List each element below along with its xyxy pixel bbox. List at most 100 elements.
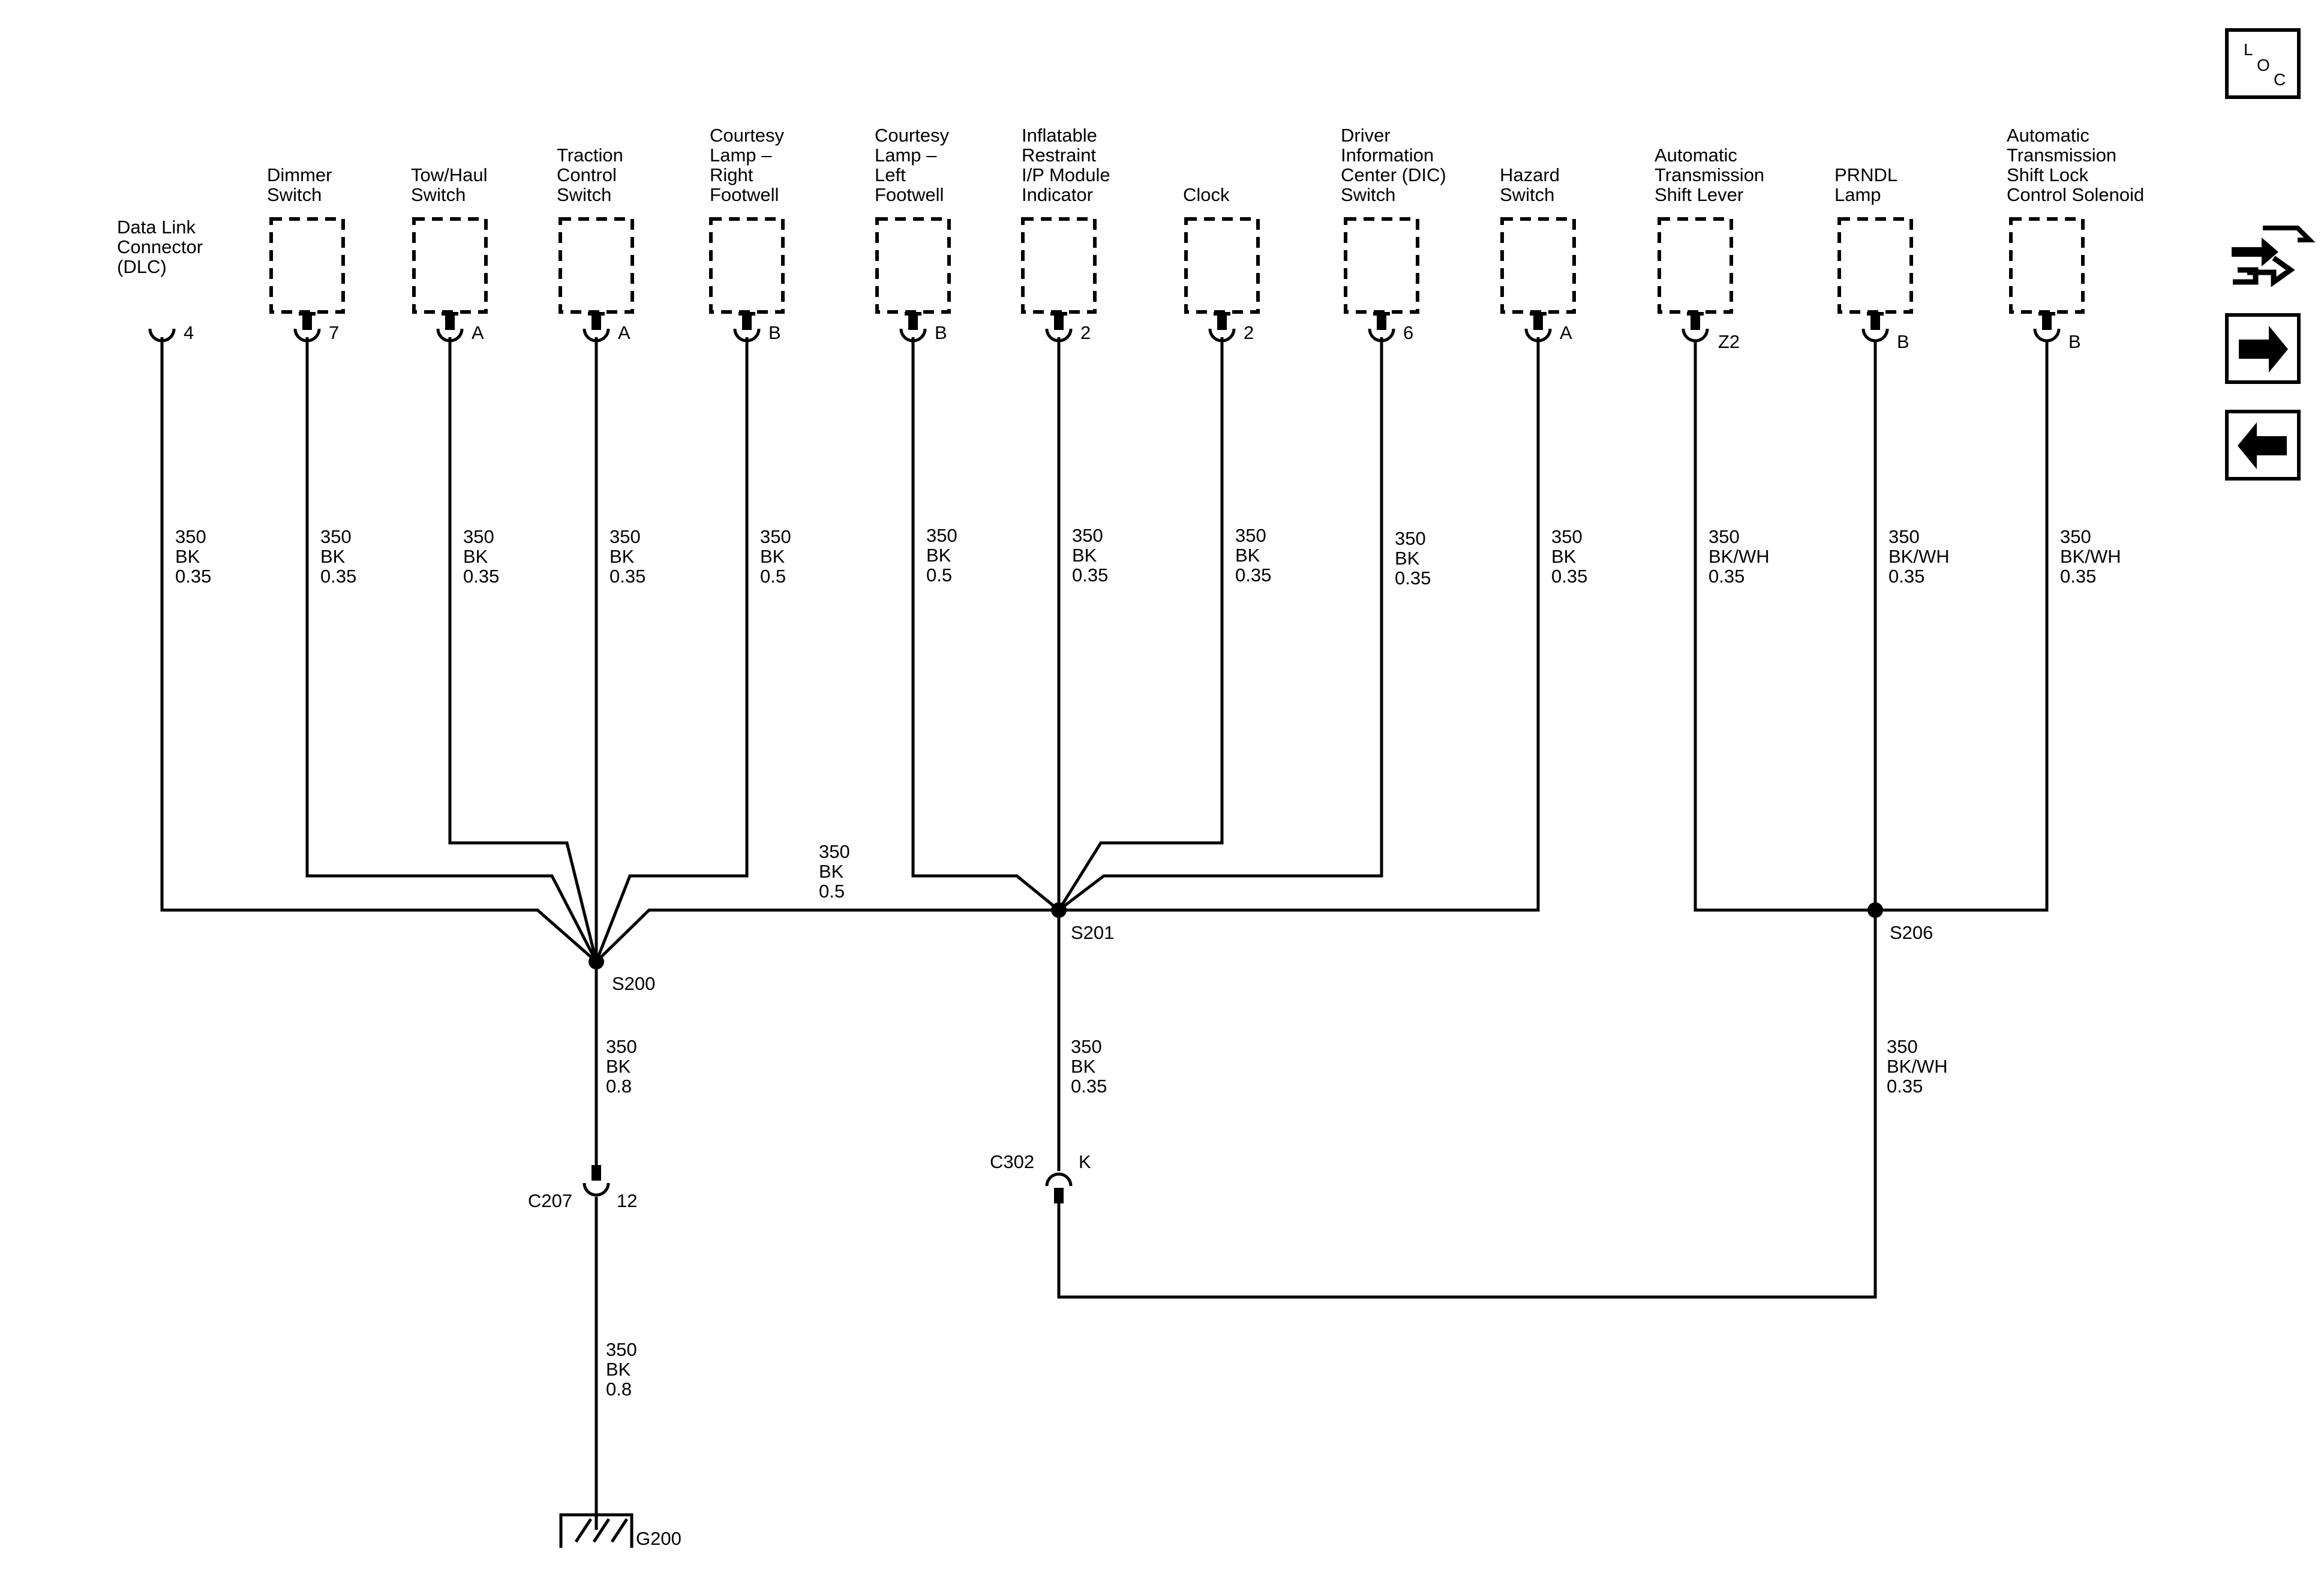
component-name-line: Automatic [2007,125,2089,146]
component-name-line: Switch [557,184,611,205]
pin-label: B [2068,331,2081,352]
next-page-arrow-icon[interactable] [2225,313,2301,384]
component-name-line: (DLC) [117,256,167,277]
wire-label-line: 0.35 [2060,566,2096,587]
wire-label-line: BK [1072,545,1097,566]
bus-wire-size: 0.5 [819,881,845,902]
splice-label-s206: S206 [1890,922,1933,943]
component-name-line: Courtesy [710,125,785,146]
pin-label: A [618,322,630,343]
c207-down-wire-label: 350 BK 0.8 [606,1339,637,1400]
c207-connector: C207 12 [528,1165,637,1211]
component-name-line: Automatic [1655,145,1737,166]
male-terminal [2042,313,2052,330]
connector-end-view-icon[interactable] [2232,226,2316,287]
wire-label-line: 0.35 [1395,568,1431,589]
component-name-line: Footwell [710,184,779,205]
c207-male-terminal [591,1165,601,1181]
component-box [875,217,951,314]
wire-dimmer-to-s200 [305,337,598,963]
c302-pin: K [1079,1151,1091,1172]
c207-down-color: BK [606,1359,631,1380]
bus-wire-color: BK [819,861,844,882]
wire-label-line: BK [1395,548,1420,569]
previous-page-arrow-icon[interactable] [2225,410,2301,481]
loc-letter-c: C [2274,70,2286,89]
s200-down-color: BK [606,1056,631,1077]
wire-label-line: BK [175,546,200,567]
wire-label-line: BK [1235,545,1260,566]
wire-label-line: BK [926,545,951,566]
wire-label-line: 0.35 [320,566,356,587]
wire-label-line: 350 [463,526,494,547]
wire-dlc-to-s200 [160,337,597,963]
wire-label-line: 350 [760,526,791,547]
c207-pin: 12 [617,1190,637,1211]
female-terminal [148,328,176,343]
male-terminal [1870,313,1880,330]
wire-courtesy-left-to-s201 [911,337,1060,911]
wire-label-line: 0.35 [1551,566,1587,587]
wire-network [160,337,2049,1530]
female-terminal [1368,328,1395,343]
component-name-line: Tow/Haul [411,164,488,185]
component-box [1658,217,1733,314]
loc-button[interactable]: L O C [2225,28,2301,99]
component-name-line: Restraint [1022,145,1096,166]
component-name-line: I/P Module [1022,164,1110,185]
component-name-line: Switch [267,184,322,205]
component-name-line: Shift Lever [1655,184,1743,205]
component-name-line: Hazard [1500,164,1560,185]
component-box [1021,217,1097,314]
component-box [1837,217,1913,314]
component-group: Data LinkConnector(DLC)4350BK0.35DimmerS… [117,125,2144,589]
wire-courtesy-right-to-s200 [594,337,749,962]
wire-label-line: 350 [2060,526,2091,547]
pin-label: B [935,322,947,343]
splice-label-s200: S200 [612,973,655,994]
ground-label: G200 [636,1528,681,1549]
component-name-line: Indicator [1022,184,1093,205]
s201-down-circuit: 350 [1071,1036,1102,1057]
component-name-line: Driver [1341,125,1391,146]
end-view-pin [2263,226,2316,242]
component-name-line: Control Solenoid [2007,184,2144,205]
end-view-arrow-right [2232,238,2278,266]
component-name-line: Transmission [1655,164,1764,185]
component-box [1184,217,1260,314]
c302-connector: C302 K [990,1151,1091,1203]
wire-label-line: 350 [1395,528,1426,549]
pin-label: 2 [1080,322,1091,343]
wire-label-line: BK [1551,546,1577,567]
component-name-line: PRNDL [1834,164,1897,185]
wire-towhaul-to-s200 [448,337,598,962]
wire-label-line: 0.35 [609,566,645,587]
female-terminal [1861,328,1889,343]
wire-label-line: 0.35 [1709,566,1744,587]
female-terminal [436,328,464,343]
s200-down-circuit: 350 [606,1036,637,1057]
c207-female-terminal [582,1182,610,1197]
wire-label-line: 350 [1072,525,1103,546]
wire-label-line: 0.35 [1072,565,1108,586]
wire-label-line: 350 [320,526,352,547]
wire-label-line: BK [760,546,785,567]
component-box [269,217,345,314]
wire-label-line: 350 [926,525,957,546]
component-name-line: Left [875,164,906,185]
component-name-line: Data Link [117,217,196,238]
bus-wire-label: 350 BK 0.5 [819,841,850,902]
component-box [1500,217,1576,314]
c207-down-circuit: 350 [606,1339,637,1360]
male-terminal [1054,313,1064,330]
component-name-line: Inflatable [1022,125,1097,146]
ground-hatch-1 [574,1518,593,1543]
